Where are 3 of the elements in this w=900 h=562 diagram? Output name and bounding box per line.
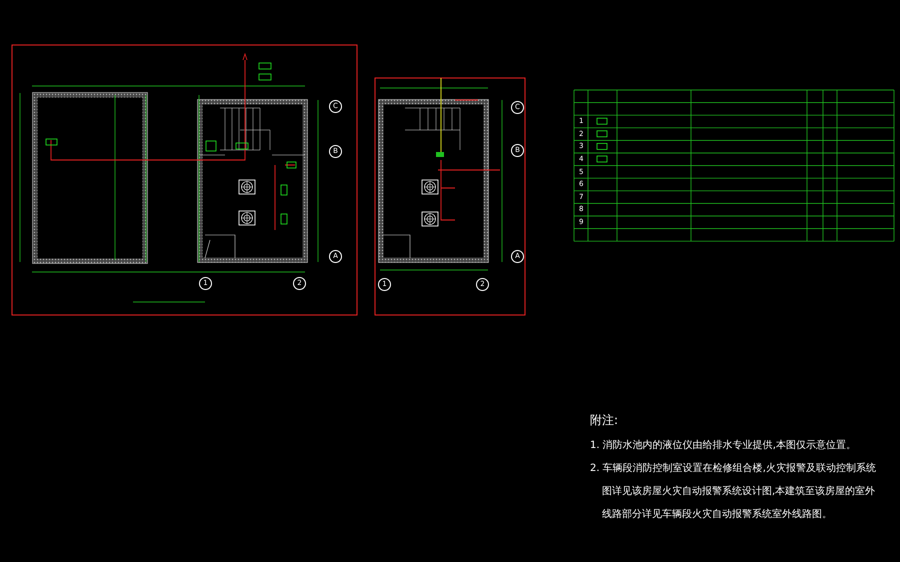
note-text: 2. 车辆段消防控制室设置在检修组合楼,火灾报警及联动控制系统图详见该房屋火灾自动报警系统设计图,本建筑至该房屋的室外线路部分详见车辆段火灾自动报警系统室外线路图。	[589, 462, 877, 522]
note-text: 1. 消防水池内的液位仪由给排水专业提供,本图仅示意位置。	[589, 438, 857, 453]
notes-heading: 附注:	[590, 412, 618, 429]
